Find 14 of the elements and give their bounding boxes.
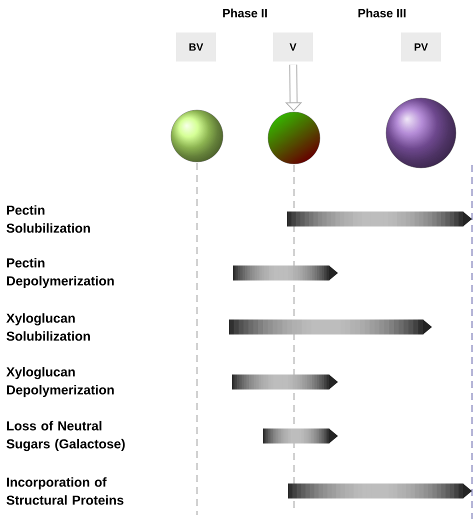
process-label: Loss of Neutral Sugars (Galactose) — [6, 420, 125, 452]
phase-heading: Phase III — [358, 8, 406, 18]
sphere — [170, 110, 224, 162]
process-label: Incorporation of Structural Proteins — [6, 477, 124, 505]
process-label: Xyloglucan Depolymerization — [6, 366, 114, 398]
phase-heading: Phase II — [223, 8, 267, 18]
sphere — [268, 112, 320, 164]
stage-box: BV — [176, 32, 216, 62]
sphere — [386, 98, 456, 168]
process-label: Pectin Solubilization — [6, 205, 90, 233]
stage-box: V — [273, 32, 313, 62]
stage-box: PV — [401, 32, 441, 62]
process-label: Xyloglucan Solubilization — [6, 313, 90, 341]
process-label: Pectin Depolymerization — [7, 258, 114, 288]
